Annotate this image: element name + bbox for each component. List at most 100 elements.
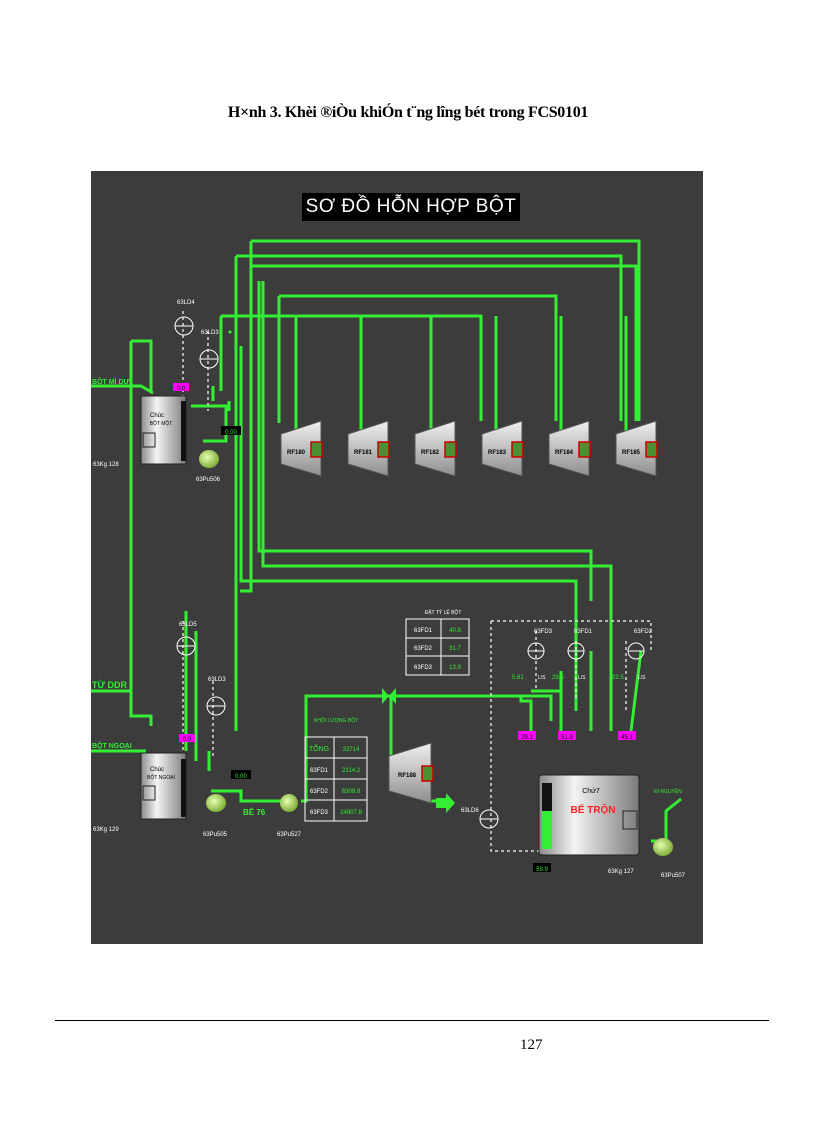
- filter-label: RF184: [555, 450, 574, 456]
- filter-body: [481, 420, 523, 477]
- lower-tank-weight-tag: 63Kg 129: [93, 827, 119, 833]
- flow-meter-pct: 51.9: [561, 735, 573, 741]
- mixer-level-value: 59.9: [536, 867, 548, 873]
- mixer-name-2: BỂ TRỘN: [571, 803, 616, 816]
- filter-body: [347, 420, 389, 477]
- filter-unit: RF183: [481, 420, 524, 477]
- upper-flow-tag-b: 63LD3: [201, 330, 219, 336]
- flow-meter-rate: 5.61: [512, 675, 524, 681]
- inlet-label-bottom: BỘT NGOẠI: [92, 741, 132, 750]
- flow-meter-pct-bg: [558, 731, 576, 740]
- upper-tank-weight-tag: 63Kg 128: [93, 462, 119, 468]
- lower-tank: Chúc BỘT NGOẠI 0.0 0.00 63Kg 129 63Pu505…: [93, 622, 251, 838]
- upper-flow-tag-a: 63LD4: [177, 300, 195, 306]
- filter-unit: RF180: [280, 420, 323, 477]
- mass-table: KHỐI LƯỢNG BỘT TỔNG 33714 63FD1 2314.2 6…: [304, 717, 368, 822]
- filter-body: [414, 420, 456, 477]
- mid-pump-tag: 63Pu527: [277, 832, 302, 838]
- mass-row-tag: TỔNG: [309, 744, 329, 753]
- mid-pump-icon[interactable]: [280, 794, 298, 812]
- flow-meter-tag: 63FD3: [534, 629, 553, 635]
- filter-label: RF180: [287, 450, 306, 456]
- lower-flow-tag-b: 63LD3: [208, 677, 226, 683]
- mass-row-tag: 63FD2: [310, 789, 329, 795]
- flow-arrow-icon: [436, 793, 455, 813]
- mass-row-value: 2314.2: [342, 768, 361, 774]
- figure-caption: H×nh 3. Khèi ®iÒu khiÓn t¨ng lîng bét tr…: [227, 104, 589, 121]
- flow-meter-tag: 63FD2: [634, 629, 653, 635]
- filter-indicator: [377, 441, 390, 458]
- mixer-outlet-label: ĐI NGUYÊN: [654, 787, 682, 795]
- upper-tank-name-2: BỘT MỘT: [150, 420, 173, 427]
- lower-tank-level-value: 0.0: [183, 737, 192, 743]
- lower-tank-name-2: BỘT NGOẠI: [147, 774, 175, 781]
- mass-row-value: 6309.8: [342, 789, 361, 795]
- footer-rule: [55, 1020, 769, 1021]
- lower-tank-name: Chúc: [150, 767, 164, 773]
- ratio-row-value: 40.8: [449, 628, 461, 634]
- lower-flow-tag-a: 63LD5: [179, 622, 197, 628]
- filter-label: RF183: [488, 450, 507, 456]
- filter-unit: RF185: [615, 420, 658, 477]
- pipe-network: [91, 239, 682, 843]
- ratio-row-tag: 63FD3: [414, 665, 433, 671]
- diagram-title: SƠ ĐỒ HỖN HỢP BỘT: [302, 193, 520, 221]
- flow-meter-tag: 63FD1: [574, 629, 593, 635]
- mass-row-tag: 63FD1: [310, 768, 329, 774]
- mass-row-tag: 63FD3: [310, 810, 329, 816]
- filter-indicator: [310, 441, 323, 458]
- filter-indicator: [511, 441, 524, 458]
- mixer-pump-tag: 63Pu507: [661, 873, 686, 879]
- upper-tank: Chúc BỘT MỘT 0.0 0.00 63Kg 128 63Pu506 6…: [93, 300, 241, 483]
- filter-mid-label: RF188: [398, 773, 417, 779]
- filter-label: RF182: [421, 450, 440, 456]
- mass-table-title: KHỐI LƯỢNG BỘT: [314, 717, 358, 724]
- mass-row-value: 33714: [343, 747, 360, 753]
- filter-mid: RF188: [388, 742, 434, 804]
- upper-tank-name: Chúc: [150, 413, 164, 419]
- ratio-table: ĐẶT TỶ LỆ BỘT 63FD1 40.8 63FD2 31.7 63FD…: [405, 608, 470, 676]
- be-76-label: BỂ 76: [243, 808, 266, 817]
- page-number: 127: [520, 1037, 543, 1053]
- lower-tank-pct-value: 0.00: [235, 774, 247, 780]
- upper-tank-level-bar: [181, 401, 186, 461]
- valve-icon[interactable]: [382, 688, 389, 704]
- flow-meter-rate: 22.5: [612, 675, 624, 681]
- flow-meter-unit: L/S: [578, 675, 586, 681]
- mixer-tank: Chứ7 BỂ TRỘN 59.9 63Kg 127 63Pu507 ĐI NG…: [533, 774, 686, 879]
- filter-indicator: [444, 441, 457, 458]
- flow-meter: 63FD1 29.5 L/S 51.9: [552, 629, 593, 741]
- filter-unit: RF182: [414, 420, 457, 477]
- flow-meter-pct: 45.1: [621, 735, 633, 741]
- filter-body: [615, 420, 657, 477]
- filter-indicator: [645, 441, 658, 458]
- ratio-row-tag: 63FD1: [414, 628, 433, 634]
- inlet-label-top: BỘT MÌ DỰ: [92, 377, 129, 386]
- ratio-row-tag: 63FD2: [414, 646, 433, 652]
- lower-pump-icon[interactable]: [206, 794, 226, 812]
- upper-tank-pump-tag: 63Pu506: [196, 477, 221, 483]
- mixer-weight-tag: 63Kg 127: [608, 869, 634, 875]
- flow-meters: 63FD3 5.61 L/S 29.1 63FD1 29.5 L/S 51.9 63FD2 22.…: [512, 629, 653, 741]
- mixer-name: Chứ7: [582, 788, 600, 795]
- lower-tank-pump-tag: 63Pu505: [203, 832, 228, 838]
- flow-meter-pct: 29.1: [521, 735, 533, 741]
- flow-meter-pct-bg: [618, 731, 636, 740]
- upper-tank-pct-value: 0.00: [225, 430, 237, 436]
- ratio-row-value: 31.7: [449, 646, 461, 652]
- upper-pump-icon[interactable]: [199, 450, 219, 468]
- filter-indicator: [578, 441, 591, 458]
- upper-tank-level-display: [173, 383, 189, 391]
- inlet-label-middle: TỪ DDR: [92, 679, 127, 690]
- flow-meter-rate: 29.5: [552, 675, 564, 681]
- flow-meter-pct-bg: [518, 731, 536, 740]
- filter-body: [280, 420, 322, 477]
- mass-row-value: 24907.8: [340, 810, 362, 816]
- filter-unit: RF181: [347, 420, 390, 477]
- upper-tank-pct-display: [221, 426, 241, 435]
- mixer-pump-icon[interactable]: [653, 838, 673, 856]
